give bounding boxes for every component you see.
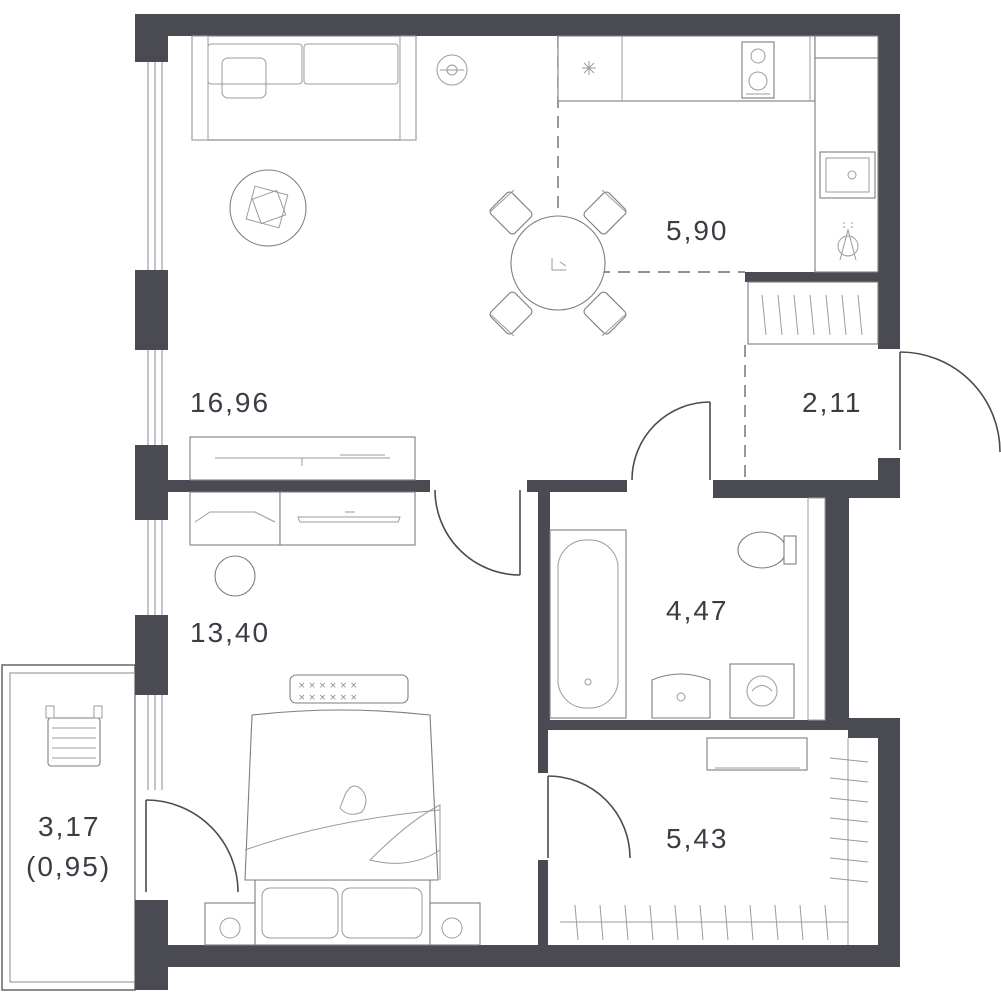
headboard-rug: × × × × × × × × × × × × [289,674,409,704]
wardrobe-door [547,775,631,859]
tv-stand [189,436,416,481]
stove-icon [741,41,775,99]
window-4 [147,695,163,790]
balcony-chair [45,705,103,767]
floor-lamp-icon [436,54,468,86]
toilet-icon [737,531,797,569]
balcony-area: 3,17 [38,811,101,842]
balcony [1,664,136,991]
dishwasher-icon [837,222,859,261]
bed [244,709,441,946]
balcony-area-reduced: (0,95) [26,851,111,882]
window-1 [147,62,163,270]
bathroom-sink [651,673,711,719]
coffee-table [229,169,307,247]
sink-icon [819,151,876,199]
dining-table [489,189,627,337]
chair [583,291,627,337]
bathroom-area: 4,47 [666,595,729,626]
living-room-area: 16,96 [190,387,270,418]
bathroom-door [631,401,711,481]
sofa [191,35,417,141]
wardrobe-shelf [706,737,808,771]
kitchen-area: 5,90 [666,215,729,246]
window-2 [147,350,163,445]
nightstand-right [429,902,481,946]
chair [489,189,533,235]
balcony-door [145,799,239,893]
chair [489,291,533,337]
hall-wardrobe [747,281,879,345]
walls [135,14,900,990]
washing-machine-icon [729,663,795,719]
doors [145,351,1001,893]
svg-text:× × × × × ×: × × × × × × [298,693,358,703]
window-3 [147,520,163,615]
living-bedroom-door [434,489,521,576]
wardrobe-rack-right [829,738,869,945]
bathroom-shelf [807,497,826,721]
bedroom-area: 13,40 [190,617,270,648]
wardrobe-rack-bottom [560,904,848,941]
bathtub [549,529,627,719]
hall-area: 2,11 [802,387,862,418]
wardrobe-area: 5,43 [666,823,729,854]
svg-text:× × × × × ×: × × × × × × [298,681,358,691]
stool-icon [214,555,256,597]
chair [583,189,627,235]
entrance-door [899,351,1001,453]
fridge-icon [582,61,596,75]
windows [147,62,163,790]
dresser [189,491,416,546]
nightstand-left [204,902,256,946]
